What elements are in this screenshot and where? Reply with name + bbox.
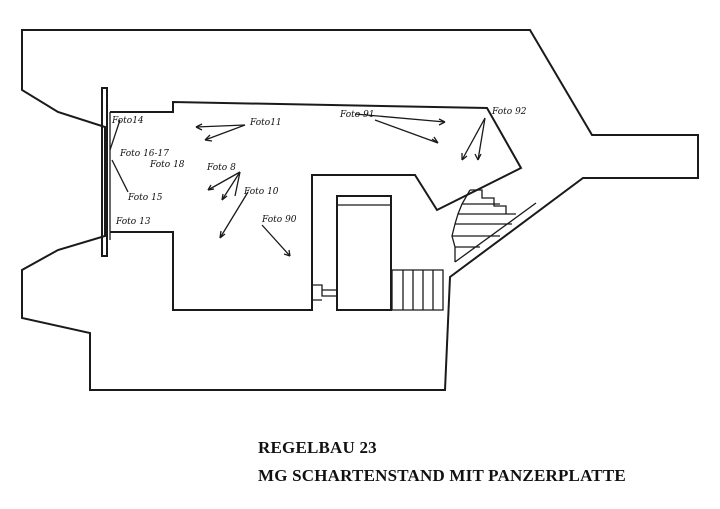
door-block (336, 195, 392, 311)
photo-arrows (109, 113, 486, 257)
photo-label: Foto 91 (339, 110, 375, 120)
photo-label: Foto11 (249, 118, 282, 128)
photo-label: Foto 90 (261, 215, 297, 225)
photo-label: Foto 10 (243, 187, 279, 197)
inner-room-outline (110, 100, 523, 311)
photo-label: Foto 18 (149, 160, 185, 170)
armour-plate (101, 87, 108, 257)
outer-wall-outline (21, 29, 699, 391)
stepped-embrasure (451, 189, 537, 263)
diagram-title: REGELBAU 23 (258, 438, 377, 457)
photo-label: Foto 8 (206, 163, 236, 173)
photo-label: Foto 15 (127, 193, 163, 203)
photo-label: Foto14 (111, 116, 144, 126)
photo-label: Foto 92 (491, 107, 527, 117)
diagram-subtitle: MG SCHARTENSTAND MIT PANZERPLATTE (258, 466, 626, 485)
door-hinge (312, 284, 337, 301)
photo-label: Foto 16-17 (119, 149, 169, 159)
stair-block (391, 269, 444, 311)
photo-label: Foto 13 (115, 217, 151, 227)
